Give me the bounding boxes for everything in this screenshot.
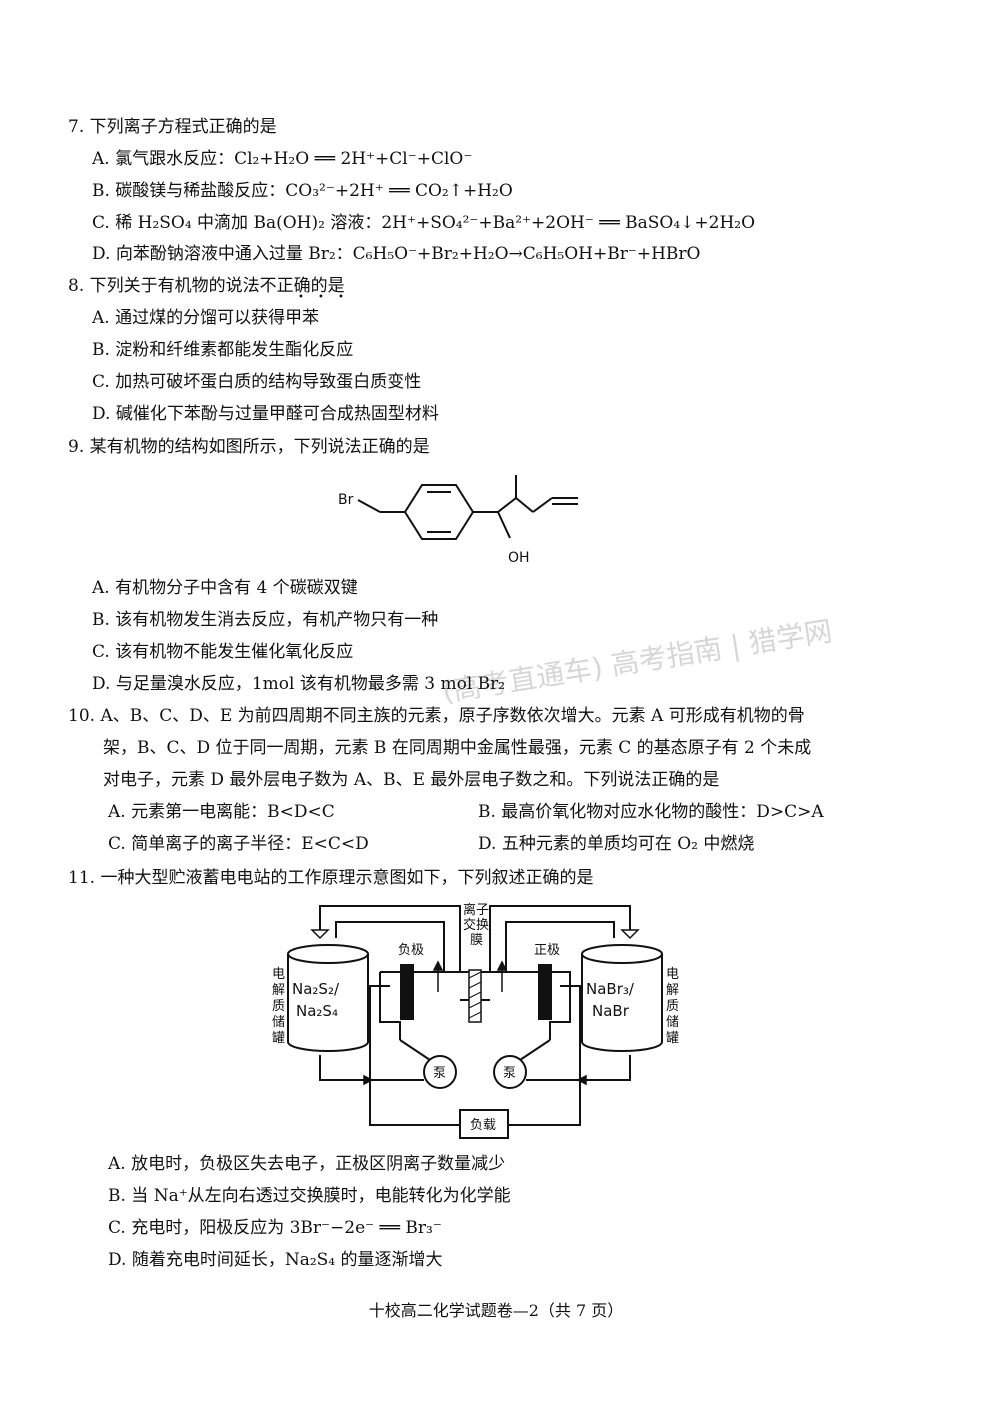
right-tank-side-1: 电 [666,967,679,982]
question-7-option-d: D. 向苯酚钠溶液中通入过量 Br₂：C₆H₅O⁻+Br₂+H₂O→C₆H₅OH… [92,244,701,264]
organic-structure-diagram: Br OH [338,475,578,566]
question-10-option-a: A. 元素第一电离能：B<D<C [108,802,335,822]
question-7-option-c: C. 稀 H₂SO₄ 中滴加 Ba(OH)₂ 溶液：2H⁺+SO₄²⁻+Ba²⁺… [92,213,756,233]
question-10-option-c: C. 简单离子的离子半径：E<C<D [108,834,369,854]
question-11-option-c: C. 充电时，阳极反应为 3Br⁻−2e⁻ ══ Br₃⁻ [108,1218,442,1238]
question-10-stem-line-3: 对电子，元素 D 最外层电子数为 A、B、E 最外层电子数之和。下列说法正确的是 [103,770,720,790]
left-tank-side-4: 储 [272,1015,285,1030]
question-10-option-d: D. 五种元素的单质均可在 O₂ 中燃烧 [478,834,755,854]
question-9-option-a: A. 有机物分子中含有 4 个碳碳双键 [92,578,358,598]
question-11-option-a: A. 放电时，负极区失去电子，正极区阴离子数量减少 [108,1154,506,1174]
left-tank-content-2: Na₂S₄ [296,1002,338,1020]
question-8-stem: 8. 下列关于有机物的说法不正确的是 [68,276,345,296]
question-9-option-b: B. 该有机物发生消去反应，有机产物只有一种 [92,610,439,630]
left-tank-content-1: Na₂S₂/ [292,980,340,998]
br-label: Br [338,492,354,508]
emphasis-dot: • [298,292,304,303]
emphasis-dot: • [318,292,324,303]
question-7-option-a: A. 氯气跟水反应：Cl₂+H₂O ══ 2H⁺+Cl⁻+ClO⁻ [92,149,473,169]
positive-electrode-label: 正极 [534,943,560,958]
question-8-option-c: C. 加热可破坏蛋白质的结构导致蛋白质变性 [92,372,422,392]
question-8-option-d: D. 碱催化下苯酚与过量甲醛可合成热固型材料 [92,404,439,424]
question-9-stem: 9. 某有机物的结构如图所示，下列说法正确的是 [68,437,430,457]
left-tank-side-3: 质 [272,999,285,1014]
question-10-stem-line-2: 架，B、C、D 位于同一周期，元素 B 在同周期中金属性最强，元素 C 的基态原… [103,738,812,758]
left-tank-side-2: 解 [272,983,285,998]
right-tank-content-1: NaBr₃/ [586,980,635,998]
right-tank-side-4: 储 [666,1015,679,1030]
question-11-stem: 11. 一种大型贮液蓄电电站的工作原理示意图如下，下列叙述正确的是 [68,868,594,888]
question-8-option-b: B. 淀粉和纤维素都能发生酯化反应 [92,340,354,360]
question-8-option-a: A. 通过煤的分馏可以获得甲苯 [92,308,320,328]
question-11-option-d: D. 随着充电时间延长，Na₂S₄ 的量逐渐增大 [108,1250,443,1270]
left-pump-label: 泵 [433,1066,446,1081]
right-tank-side-5: 罐 [666,1031,679,1046]
question-10-stem-line-1: 10. A、B、C、D、E 为前四周期不同主族的元素，原子序数依次增大。元素 A… [68,706,805,726]
left-tank-side-5: 罐 [272,1031,285,1046]
right-tank-side-2: 解 [666,983,679,998]
membrane-label-2: 交换 [463,917,489,933]
watermark: (高考直通车) 高考指南 | 猎学网 [440,614,835,709]
question-10-option-b: B. 最高价氧化物对应水化物的酸性：D>C>A [478,802,824,822]
right-tank-side-3: 质 [666,999,679,1014]
load-label: 负载 [470,1118,496,1133]
right-pump-label: 泵 [503,1066,516,1081]
membrane-label-3: 膜 [470,933,483,948]
left-tank-side-1: 电 [272,967,285,982]
battery-diagram: 离子 交换 膜 负极 正极 Na₂S₂/ Na₂S₄ NaBr₃/ NaBr 电… [272,902,679,1139]
question-9-option-d: D. 与足量溴水反应，1mol 该有机物最多需 3 mol Br₂ [92,674,506,694]
negative-electrode-label: 负极 [398,943,424,958]
question-7-option-b: B. 碳酸镁与稀盐酸反应：CO₃²⁻+2H⁺ ══ CO₂↑+H₂O [92,181,513,201]
membrane-label-1: 离子 [463,902,489,918]
question-11-option-b: B. 当 Na⁺从左向右透过交换膜时，电能转化为化学能 [108,1186,511,1206]
right-tank-content-2: NaBr [592,1002,630,1020]
question-7-stem: 7. 下列离子方程式正确的是 [68,117,277,137]
page-footer: 十校高二化学试题卷—2（共 7 页） [368,1301,624,1320]
oh-label: OH [508,550,530,566]
emphasis-dot: • [338,292,344,303]
question-9-option-c: C. 该有机物不能发生催化氧化反应 [92,642,354,662]
